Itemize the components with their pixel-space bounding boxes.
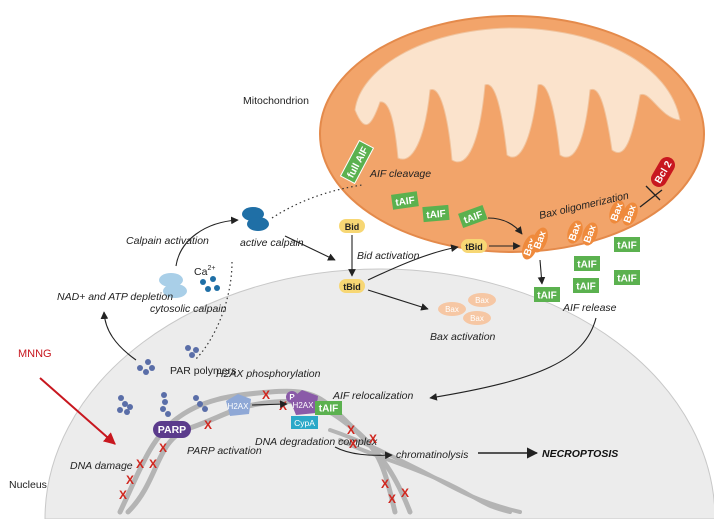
parp-activation-label: PARP activation bbox=[187, 445, 262, 457]
par-polymer-icons bbox=[117, 345, 208, 417]
svg-text:Bid: Bid bbox=[345, 222, 360, 232]
svg-text:X: X bbox=[119, 488, 127, 502]
svg-text:X: X bbox=[262, 388, 270, 402]
calpain-activation-label: Calpain activation bbox=[126, 235, 209, 247]
taif-mito-1: tAIF bbox=[391, 191, 419, 210]
svg-text:tAIF: tAIF bbox=[319, 404, 338, 415]
aif-release-label: AIF release bbox=[562, 302, 617, 314]
h2ax-phosphorylation-label: H2AX phosphorylation bbox=[216, 368, 321, 380]
calcium-ions bbox=[200, 276, 220, 292]
tbid-badge-right: tBid bbox=[461, 239, 487, 253]
active-calpain-icon bbox=[242, 207, 269, 231]
svg-text:X: X bbox=[349, 437, 357, 451]
necroptosis-label: NECROPTOSIS bbox=[542, 448, 618, 460]
svg-text:X: X bbox=[136, 457, 144, 471]
svg-text:X: X bbox=[204, 418, 212, 432]
nad-atp-label-line1: NAD+ and ATP depletion bbox=[57, 291, 173, 303]
cytosolic-calpain-icon bbox=[159, 273, 187, 298]
svg-text:Bax: Bax bbox=[470, 314, 484, 323]
nucleus-body bbox=[44, 268, 714, 519]
mnng-label: MNNG bbox=[18, 348, 52, 360]
svg-text:tAIF: tAIF bbox=[576, 282, 595, 293]
svg-text:tBid: tBid bbox=[343, 282, 361, 292]
cytosolic-calpain-label: cytosolic calpain bbox=[150, 303, 227, 315]
taif-mito-3: tAIF bbox=[458, 205, 488, 229]
aif-cleavage-label: AIF cleavage bbox=[369, 168, 431, 180]
dotted-links bbox=[194, 184, 363, 361]
par-polymers-label: PAR polymers bbox=[170, 365, 236, 377]
svg-text:CypA: CypA bbox=[294, 418, 315, 428]
svg-text:tAIF: tAIF bbox=[426, 209, 446, 222]
calcium-label: Ca2+ bbox=[194, 265, 215, 278]
svg-text:P: P bbox=[289, 393, 295, 402]
svg-text:tAIF: tAIF bbox=[617, 241, 636, 252]
svg-text:Bax: Bax bbox=[445, 305, 459, 314]
svg-text:X: X bbox=[159, 441, 167, 455]
svg-text:Bax: Bax bbox=[475, 296, 489, 305]
svg-text:tBid: tBid bbox=[465, 242, 483, 252]
taif-nucleus: tAIF bbox=[315, 401, 342, 415]
svg-text:tAIF: tAIF bbox=[537, 291, 556, 302]
cypa-badge: CypA bbox=[291, 416, 318, 429]
dna-damage-label: DNA damage bbox=[70, 460, 133, 472]
svg-text:X: X bbox=[126, 473, 134, 487]
svg-text:H2AX: H2AX bbox=[228, 402, 250, 411]
svg-text:H2AX: H2AX bbox=[293, 401, 315, 410]
svg-text:X: X bbox=[401, 486, 409, 500]
bax-activation-label: Bax activation bbox=[430, 331, 496, 343]
svg-text:X: X bbox=[347, 423, 355, 437]
mitochondrion-label: Mitochondrion bbox=[243, 95, 309, 107]
svg-text:X: X bbox=[149, 457, 157, 471]
bax-oligomers: Bax Bax Bax Bax Bax Bax bbox=[522, 200, 639, 260]
active-calpain-label: active calpain bbox=[240, 237, 304, 249]
h2ax-phosphorylated: P H2AX bbox=[286, 390, 318, 415]
svg-text:tAIF: tAIF bbox=[395, 195, 416, 209]
aif-relocalization-label: AIF relocalization bbox=[332, 390, 414, 402]
chromatinolysis-label: chromatinolysis bbox=[396, 449, 469, 461]
dna-damage-marks: X X X X X X X X X X X X X X bbox=[119, 388, 409, 506]
taif-released: tAIF tAIF tAIF tAIF tAIF bbox=[534, 237, 640, 302]
pathway-arrows bbox=[100, 216, 597, 460]
mitochondrion-cristae bbox=[354, 27, 681, 163]
svg-text:X: X bbox=[381, 477, 389, 491]
svg-text:X: X bbox=[369, 432, 377, 446]
svg-text:X: X bbox=[279, 399, 287, 413]
nucleus-label: Nucleus bbox=[9, 479, 47, 491]
svg-text:PARP: PARP bbox=[158, 424, 186, 436]
h2ax-unphosphorylated: H2AX bbox=[226, 394, 251, 416]
dna-strands bbox=[117, 388, 522, 515]
bid-activation-label: Bid activation bbox=[357, 250, 420, 262]
svg-text:tAIF: tAIF bbox=[577, 260, 596, 271]
bid-badge: Bid bbox=[339, 219, 365, 233]
tbid-badge-left: tBid bbox=[339, 279, 365, 293]
svg-text:X: X bbox=[388, 492, 396, 506]
mnng-arrow bbox=[39, 377, 116, 445]
parp-badge: PARP bbox=[153, 421, 191, 438]
bcl2-inhibition-line bbox=[639, 185, 663, 208]
taif-mito-2: tAIF bbox=[422, 204, 450, 223]
svg-text:tAIF: tAIF bbox=[617, 274, 636, 285]
dna-degradation-label: DNA degradation complex bbox=[255, 436, 378, 448]
bax-inactive: Bax Bax Bax bbox=[438, 293, 496, 325]
